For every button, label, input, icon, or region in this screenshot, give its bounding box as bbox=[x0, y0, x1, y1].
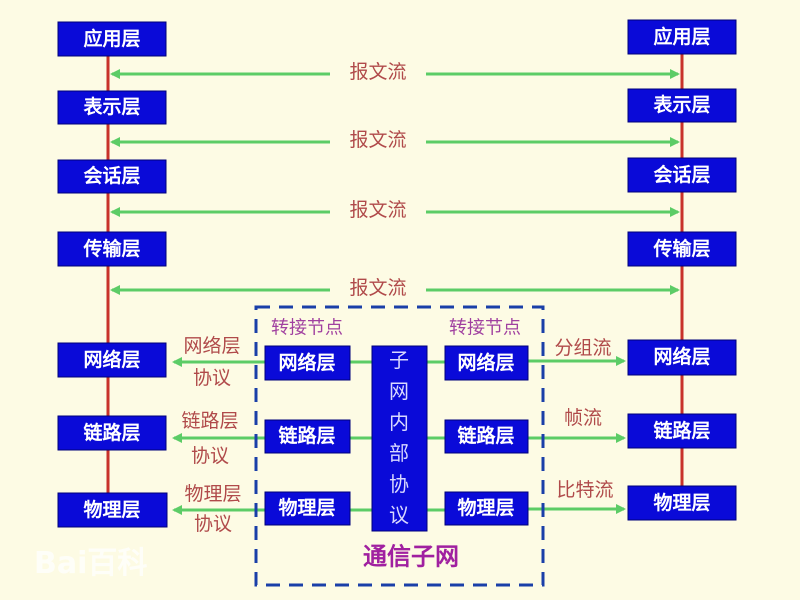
message-flow-label: 报文流 bbox=[349, 277, 406, 299]
relay-node-left: 网络层 链路层 物理层 bbox=[264, 345, 351, 526]
relay-node-label-left: 转接节点 bbox=[271, 318, 343, 339]
relay-node-right: 网络层 链路层 物理层 bbox=[444, 345, 529, 526]
vertical-char: 网 bbox=[389, 379, 409, 403]
relay-right-physical: 物理层 bbox=[457, 496, 514, 519]
vertical-char: 子 bbox=[389, 348, 409, 372]
frame-flow-label: 帧流 bbox=[564, 407, 602, 429]
left-host-stack: 应用层 表示层 会话层 传输层 网络层 链路层 物理层 bbox=[57, 21, 168, 528]
right-layer-network: 网络层 bbox=[653, 345, 710, 368]
baidu-watermark: Bai百科 bbox=[34, 546, 147, 581]
link-protocol-label: 链路层 bbox=[181, 410, 238, 432]
vertical-char: 内 bbox=[389, 410, 409, 434]
subnet-boundary bbox=[254, 305, 545, 587]
relay-left-physical: 物理层 bbox=[278, 496, 335, 519]
right-layer-physical: 物理层 bbox=[653, 491, 710, 514]
left-protocol-labels: 网络层 协议 链路层 协议 物理层 协议 bbox=[181, 335, 241, 535]
network-protocol-label: 协议 bbox=[193, 367, 231, 389]
left-layer-link: 链路层 bbox=[83, 421, 140, 444]
link-protocol-label: 协议 bbox=[191, 445, 229, 467]
relay-left-link: 链路层 bbox=[278, 424, 335, 447]
message-flow-3: 报文流 bbox=[110, 199, 680, 221]
message-flow-label: 报文流 bbox=[349, 199, 406, 221]
left-layer-presentation: 表示层 bbox=[83, 95, 140, 118]
relay-right-link: 链路层 bbox=[457, 424, 514, 447]
vertical-char: 部 bbox=[389, 441, 409, 465]
physical-protocol-label: 物理层 bbox=[184, 483, 241, 505]
subnet-internal-protocol: 子 网 内 部 协 议 bbox=[371, 345, 428, 532]
left-layer-network: 网络层 bbox=[83, 348, 140, 371]
vertical-char: 议 bbox=[389, 503, 409, 527]
relay-right-network: 网络层 bbox=[457, 351, 514, 374]
message-flow-label: 报文流 bbox=[349, 129, 406, 151]
right-layer-transport: 传输层 bbox=[652, 237, 710, 260]
left-layer-physical: 物理层 bbox=[83, 498, 140, 521]
right-layer-application: 应用层 bbox=[653, 25, 710, 48]
message-flows: 报文流 报文流 报文流 报文流 bbox=[110, 61, 680, 299]
vertical-char: 协 bbox=[389, 472, 409, 496]
message-flow-label: 报文流 bbox=[349, 61, 406, 83]
right-layer-link: 链路层 bbox=[653, 419, 710, 442]
message-flow-4: 报文流 bbox=[110, 277, 680, 299]
right-layer-presentation: 表示层 bbox=[653, 93, 710, 116]
relay-left-network: 网络层 bbox=[278, 351, 335, 374]
left-layer-transport: 传输层 bbox=[82, 237, 140, 260]
left-layer-application: 应用层 bbox=[83, 27, 140, 50]
subnet-label: 通信子网 bbox=[363, 542, 459, 571]
message-flow-1: 报文流 bbox=[110, 61, 680, 83]
right-layer-session: 会话层 bbox=[653, 163, 710, 186]
left-layer-session: 会话层 bbox=[83, 164, 140, 187]
packet-flow-label: 分组流 bbox=[554, 337, 611, 359]
physical-protocol-label: 协议 bbox=[194, 513, 232, 535]
right-host-stack: 应用层 表示层 会话层 传输层 网络层 链路层 物理层 bbox=[627, 19, 737, 521]
bit-flow-label: 比特流 bbox=[556, 479, 613, 501]
relay-node-label-right: 转接节点 bbox=[449, 318, 521, 339]
network-protocol-label: 网络层 bbox=[183, 335, 240, 357]
message-flow-2: 报文流 bbox=[110, 129, 680, 151]
